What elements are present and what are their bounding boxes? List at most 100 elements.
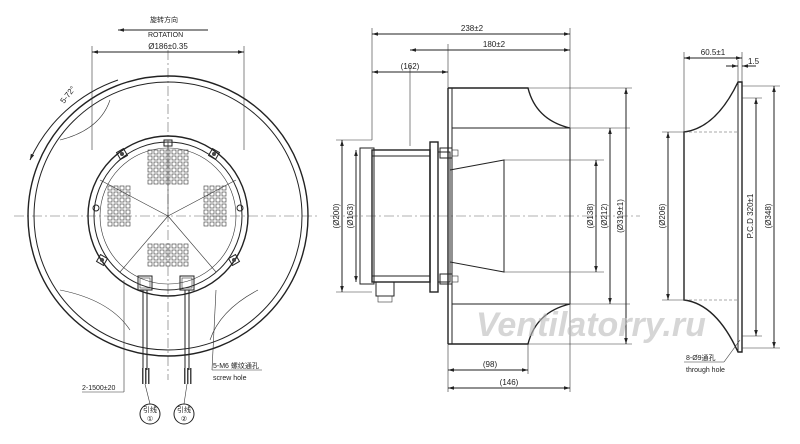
- fin-cell: [153, 255, 159, 261]
- fin-cell: [221, 191, 227, 197]
- inner-impeller-circle: [33, 81, 303, 351]
- fin-cell: [107, 209, 113, 215]
- fin-cell: [215, 191, 221, 197]
- fin-cell: [159, 173, 165, 179]
- angle-label: 5-72°: [58, 85, 77, 106]
- fin-cell: [221, 197, 227, 203]
- outer-impeller-circle: [27, 75, 309, 357]
- front-view: 引线 ① 引线 ② 旋转方向 ROTATION Ø186±0.35 5-72° …: [14, 15, 318, 425]
- blade-curve-1: [59, 289, 131, 331]
- fin-cell: [153, 161, 159, 167]
- fin-cell: [203, 197, 209, 203]
- lead-1-text: 引线: [143, 405, 157, 414]
- fin-cell: [215, 209, 221, 215]
- dim-d138-label: (Ø138): [586, 203, 595, 228]
- fin-cell: [159, 149, 165, 155]
- cable-length-label: 2-1500±20: [82, 385, 116, 392]
- fin-cell: [153, 243, 159, 249]
- fin-cell: [125, 191, 131, 197]
- motor-end-cap: [359, 147, 375, 285]
- fin-cell: [171, 149, 177, 155]
- fin-cell: [165, 255, 171, 261]
- fin-cell: [171, 173, 177, 179]
- fin-cell: [107, 197, 113, 203]
- fin-cell: [203, 185, 209, 191]
- dim-d200-label: (Ø200): [332, 203, 341, 228]
- fin-cell: [215, 221, 221, 227]
- fin-cell: [165, 167, 171, 173]
- fin-cell: [107, 215, 113, 221]
- fin-cell: [125, 203, 131, 209]
- dim-60-5-label: 60.5±1: [701, 48, 726, 57]
- side-cable-gland: [375, 281, 395, 297]
- dim-d212-label: (Ø212): [600, 203, 609, 228]
- fin-cell: [183, 149, 189, 155]
- fin-cell: [171, 167, 177, 173]
- fin-cell: [113, 185, 119, 191]
- fin-cell: [209, 215, 215, 221]
- fin-cell: [147, 155, 153, 161]
- screw-hole-label-cn: 5-M6 螺纹通孔: [213, 361, 259, 370]
- fin-cell: [221, 215, 227, 221]
- fin-cell: [177, 161, 183, 167]
- fin-cell: [159, 249, 165, 255]
- fin-cell: [209, 203, 215, 209]
- fin-cell: [147, 167, 153, 173]
- fin-cell: [203, 191, 209, 197]
- fin-cell: [147, 249, 153, 255]
- fin-cell: [153, 155, 159, 161]
- fin-cell: [107, 221, 113, 227]
- fin-cell: [221, 209, 227, 215]
- fin-cell: [209, 209, 215, 215]
- dim-d319-label: (Ø319±1): [616, 199, 625, 233]
- fin-cell: [171, 155, 177, 161]
- fin-cell: [147, 255, 153, 261]
- fin-cell: [119, 197, 125, 203]
- lead-2-number: ②: [181, 415, 187, 423]
- blade-curve-3: [59, 99, 111, 141]
- fin-cell: [147, 149, 153, 155]
- lead-1-label: 引线 ①: [139, 403, 161, 425]
- flange-radial-lines: [99, 142, 237, 273]
- fin-cell: [177, 243, 183, 249]
- through-hole-label-cn: 8-Ø9通孔: [686, 353, 716, 362]
- fin-cell: [153, 173, 159, 179]
- lead-1-number: ①: [147, 415, 153, 423]
- blade-curve-2: [209, 289, 259, 341]
- fin-cell: [147, 173, 153, 179]
- fin-cell: [165, 261, 171, 267]
- fin-cell: [177, 149, 183, 155]
- fin-cell: [113, 197, 119, 203]
- fin-cell: [147, 243, 153, 249]
- fin-cell: [183, 243, 189, 249]
- fin-cell: [153, 179, 159, 185]
- fin-cell: [159, 261, 165, 267]
- fin-cell: [113, 221, 119, 227]
- fin-cell: [177, 255, 183, 261]
- fin-cell: [165, 249, 171, 255]
- fin-cell: [147, 179, 153, 185]
- fin-cell: [203, 215, 209, 221]
- fin-cell: [107, 185, 113, 191]
- fin-cell: [177, 179, 183, 185]
- fin-cell: [153, 149, 159, 155]
- dim-238-label: 238±2: [461, 24, 484, 33]
- fin-cell: [119, 191, 125, 197]
- fin-cell: [113, 209, 119, 215]
- fin-cell: [119, 185, 125, 191]
- watermark-text: Ventilatorry.ru: [476, 306, 706, 344]
- fin-cell: [183, 261, 189, 267]
- fin-cell: [171, 255, 177, 261]
- fin-cell: [203, 221, 209, 227]
- fin-cell: [177, 155, 183, 161]
- motor-flange-outer: [87, 135, 249, 297]
- fin-cell: [221, 203, 227, 209]
- fin-cell: [119, 215, 125, 221]
- d186-label: Ø186±0.35: [148, 42, 188, 51]
- through-hole-label-en: through hole: [686, 367, 725, 374]
- fin-cell: [165, 149, 171, 155]
- fin-cell: [165, 243, 171, 249]
- fin-cell: [209, 197, 215, 203]
- fin-cell: [203, 203, 209, 209]
- fin-cell: [165, 161, 171, 167]
